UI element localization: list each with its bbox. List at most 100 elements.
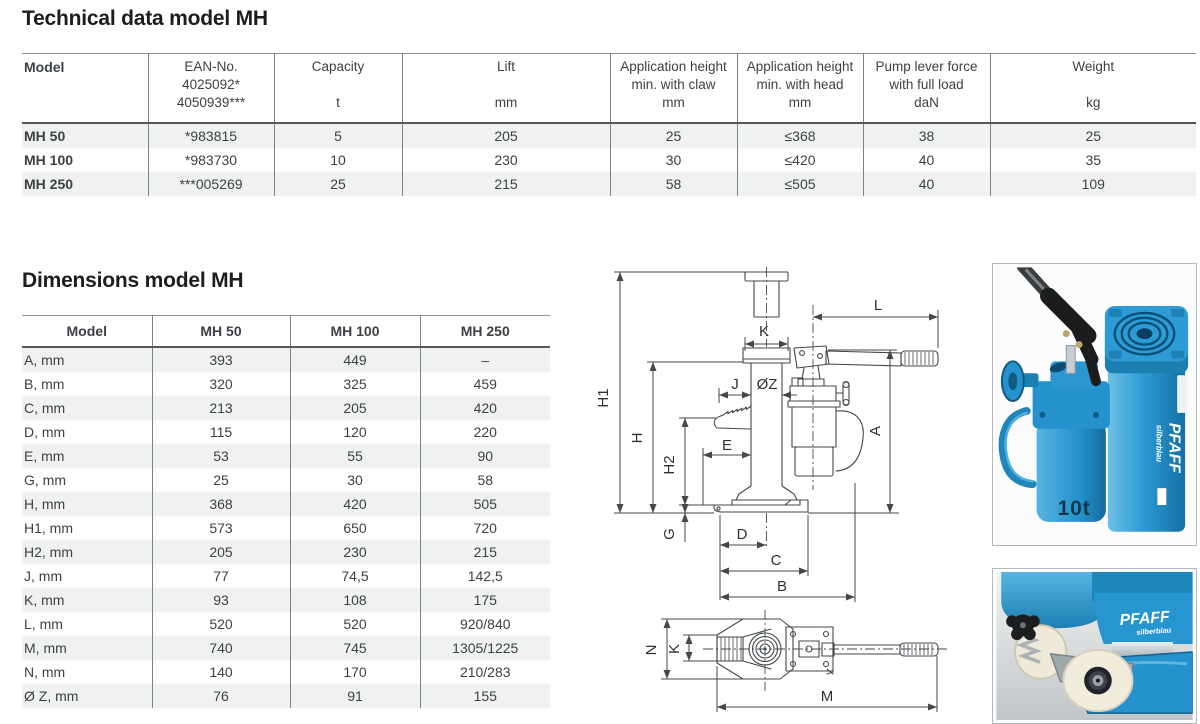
mh250-value-cell: 142,5 (467, 568, 503, 584)
column-header-unit: 4050939*** (176, 95, 246, 110)
column-header-line1: Application height (746, 59, 854, 74)
lever-grip (900, 350, 939, 367)
mh50-value-cell: 573 (152, 516, 291, 540)
column-header-model: Model (22, 53, 149, 124)
pump-lever-force-cell: 40 (863, 172, 991, 196)
column-header: Model (22, 315, 153, 348)
product-photo-jack: PFAFF silberblau 10t (992, 263, 1197, 546)
product-photo-base: PFAFF silberblau (992, 568, 1197, 724)
dimension-label-cell: L, mm (22, 612, 153, 636)
dim-label-h2: H2 (661, 455, 678, 474)
dimension-label-cell: J, mm (22, 564, 153, 588)
dim-label-g: G (661, 528, 678, 540)
dimensions-table-header-row: Model MH 50 MH 100 MH 250 (22, 315, 550, 348)
star-knob (1006, 614, 1040, 641)
pump-lever-force-cell: 40 (863, 148, 991, 172)
mh100-value-cell: 74,5 (290, 564, 421, 588)
lift-cell: 230 (402, 148, 611, 172)
claw (713, 405, 752, 430)
dimensions-table-row: D, mm 115 120 220 (22, 420, 550, 444)
column-header-line2 (275, 76, 402, 94)
mh250-value-cell: 505 (420, 492, 550, 516)
column-header: MH 100 (290, 315, 421, 348)
column-header-unit: kg (1086, 95, 1101, 110)
dimension-label-cell: M, mm (22, 636, 153, 660)
dimensions-table-row: L, mm 520 520 920/840 (22, 612, 550, 636)
lift-cell: 205 (402, 123, 611, 148)
mh250-value-cell: 220 (473, 424, 497, 440)
column-header: Capacity t (274, 53, 403, 124)
mh100-value-cell: 91 (290, 684, 421, 708)
dim-label-h1: H1 (595, 388, 612, 407)
mh250-value-cell: 175 (420, 588, 550, 612)
mh100-value-cell: 325 (290, 372, 421, 396)
mh50-value-cell: 205 (152, 540, 291, 564)
technical-table-row: MH 50 *983815 5 205 25 ≤368 38 25 (22, 123, 1196, 148)
mh50-value-cell: 140 (152, 660, 291, 684)
app-height-claw-cell: 58 (610, 172, 738, 196)
dim-label-h: H (629, 433, 646, 444)
column-header-line2 (403, 76, 610, 94)
lever-bar-top (833, 644, 901, 655)
piston-rod (1065, 345, 1076, 374)
piston-head (742, 347, 791, 364)
brand-logo: PFAFF silberblau (1119, 609, 1172, 637)
svg-text:PFAFF: PFAFF (1165, 423, 1182, 474)
dim-label-d: D (737, 526, 748, 543)
mh250-value-cell: 459 (473, 376, 497, 392)
column-header-line1: Pump lever force (875, 59, 978, 74)
label-sticker (1177, 375, 1188, 413)
column-header: Pump lever force with full load daN (863, 53, 991, 124)
dimension-label-cell: K, mm (22, 588, 153, 612)
column-header-line2 (991, 76, 1197, 94)
lever-pivot (793, 345, 830, 369)
mh100-value-cell: 120 (290, 420, 421, 444)
column-header-unit: mm (662, 95, 685, 110)
dimensions-table-row: B, mm 320 325 459 (22, 372, 550, 396)
dim-label-b: B (777, 578, 787, 595)
svg-text:silberblau: silberblau (1154, 425, 1163, 463)
dimension-label-cell: H, mm (22, 492, 153, 516)
dimensions-table: Model MH 50 MH 100 MH 250 A, mm 393 449 … (22, 315, 550, 708)
lever-grip-top (899, 642, 939, 657)
drawing-side-view: K J ØZ E H1 H H2 (595, 267, 939, 602)
weight-cell: 25 (990, 123, 1196, 148)
column-header-unit: mm (494, 95, 518, 110)
column-header-unit: daN (914, 95, 939, 110)
column-header-line2: min. with claw (631, 77, 716, 92)
technical-table-row: MH 100 *983730 10 230 30 ≤420 40 35 (22, 148, 1196, 172)
dimension-label-cell: N, mm (22, 660, 153, 684)
dimension-label-cell: C, mm (22, 396, 153, 420)
technical-data-table: Model EAN-No. 4025092* 4050939*** Capaci… (22, 53, 1196, 196)
column-header-line2: 4025092* (182, 77, 240, 92)
column-header-unit: t (336, 95, 340, 110)
column-header-text: Model (24, 59, 65, 75)
mh50-value-cell: 115 (152, 420, 291, 444)
dimension-label-cell: A, mm (22, 347, 153, 372)
svg-text:PFAFF: PFAFF (1119, 609, 1170, 629)
mh250-value-cell: 58 (477, 472, 494, 488)
column-header: Lift mm (402, 53, 611, 124)
model-cell: MH 50 (22, 123, 149, 148)
dimension-label-cell: E, mm (22, 444, 153, 468)
pump-cylinder (1036, 420, 1106, 522)
dim-label-l: L (874, 297, 882, 314)
mh50-value-cell: 77 (152, 564, 291, 588)
dimensions-table-row: M, mm 740 745 1305/1225 (22, 636, 550, 660)
column-header: Weight kg (990, 53, 1197, 124)
svg-text:silberblau: silberblau (1136, 625, 1172, 636)
column-header: Application height min. with head mm (737, 53, 864, 124)
app-height-head-cell: ≤420 (737, 148, 864, 172)
mh250-value-cell: 90 (420, 444, 550, 468)
mh250-value-cell: 155 (420, 684, 550, 708)
dim-label-j: J (731, 376, 739, 393)
brand-logo: PFAFF silberblau (1154, 423, 1182, 506)
mh100-value-cell: 30 (290, 468, 421, 492)
column-header: Application height min. with claw mm (610, 53, 738, 124)
capacity-cell: 10 (274, 148, 403, 172)
column-header-line1: Capacity (311, 59, 365, 74)
capacity-cell: 5 (274, 123, 403, 148)
section-title-dimensions: Dimensions model MH (22, 269, 244, 292)
mh50-value-cell: 393 (152, 347, 291, 372)
